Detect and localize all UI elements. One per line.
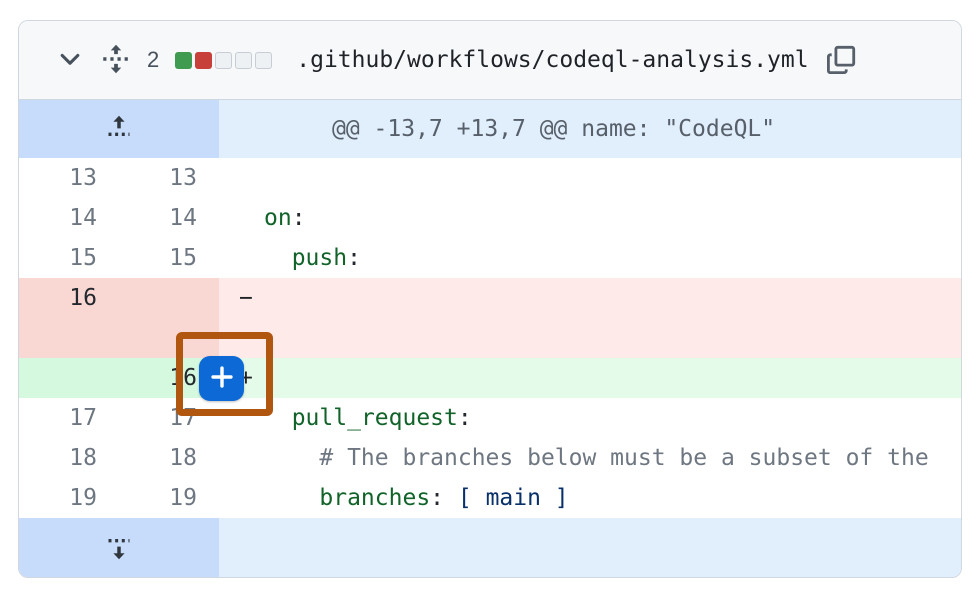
old-line-number[interactable]: 13 (69, 165, 97, 191)
diff-row-context-13: 13 13 (19, 158, 961, 198)
diff-row-context-19: 19 19 branches: [ main ] (19, 478, 961, 518)
code-line: push: (291, 245, 361, 271)
old-line-number[interactable]: 18 (69, 445, 97, 471)
diff-file-card: 2 .github/workflows/codeql-analysis.yml (18, 20, 962, 578)
old-line-number[interactable]: 19 (69, 485, 97, 511)
diff-row-added-16: 16 + branches: [ main, add-emoji, branch… (19, 332, 961, 416)
add-comment-button[interactable] (199, 356, 244, 401)
code-line: pull_request: (291, 405, 472, 431)
expand-row-filler (219, 518, 961, 577)
expand-down-button[interactable] (19, 518, 219, 577)
chevron-down-icon (57, 46, 83, 75)
copy-path-button[interactable] (826, 44, 857, 77)
deletion-marker: − (239, 285, 253, 311)
hunk-header-row: @@ -13,7 +13,7 @@ name: "CodeQL" (19, 100, 961, 158)
diff-row-context-18: 18 18 # The branches below must be a sub… (19, 438, 961, 478)
code-line: branches: [ main ] (319, 485, 569, 511)
diff-row-context-14: 14 14 on: (19, 198, 961, 238)
file-path: .github/workflows/codeql-analysis.yml (296, 47, 809, 73)
code-line: # The branches below must be a subset of… (319, 445, 929, 471)
old-line-number[interactable]: 15 (69, 245, 97, 271)
copy-icon (826, 44, 857, 77)
diffstat (175, 51, 273, 69)
diff-row-context-15: 15 15 push: (19, 238, 961, 278)
file-header: 2 .github/workflows/codeql-analysis.yml (19, 21, 961, 100)
plus-icon (209, 364, 235, 393)
expand-up-icon (105, 114, 133, 145)
changed-lines-count: 2 (147, 47, 160, 72)
new-line-number[interactable] (119, 278, 219, 358)
new-line-number[interactable]: 14 (169, 205, 197, 231)
expand-up-button[interactable] (19, 100, 219, 158)
unfold-vertical-icon (101, 44, 131, 77)
code-line-deleted: − branches: [ main, add-emoji, add-read-… (219, 278, 961, 358)
diffstat-neutral-square (255, 51, 273, 69)
old-line-number[interactable]: 17 (69, 405, 97, 431)
old-line-number[interactable]: 16 (19, 278, 119, 358)
diffstat-addition-square (175, 51, 193, 69)
new-line-number[interactable]: 18 (169, 445, 197, 471)
old-line-number[interactable] (19, 358, 119, 398)
collapse-file-button[interactable] (57, 46, 83, 75)
code-line: on: (264, 205, 306, 231)
expand-all-lines-button[interactable] (101, 44, 131, 77)
new-line-number[interactable]: 15 (169, 245, 197, 271)
diffstat-neutral-square (215, 51, 233, 69)
diff-row-deleted-16: 16 − branches: [ main, add-emoji, add-re… (19, 278, 961, 358)
old-line-number[interactable]: 14 (69, 205, 97, 231)
expand-down-row (19, 518, 961, 577)
diffstat-deletion-square (195, 51, 213, 69)
annotation-highlight-box (176, 332, 273, 416)
new-line-number[interactable]: 19 (169, 485, 197, 511)
diffstat-neutral-square (235, 51, 253, 69)
diff-row-context-17: 17 17 pull_request: (19, 398, 961, 438)
new-line-number[interactable]: 13 (169, 165, 197, 191)
code-line (219, 158, 961, 198)
code-line-added: + branches: [ main, add-emoji, branch-, … (219, 358, 961, 398)
expand-down-icon (105, 533, 133, 564)
hunk-header-text: @@ -13,7 +13,7 @@ name: "CodeQL" (219, 100, 961, 158)
